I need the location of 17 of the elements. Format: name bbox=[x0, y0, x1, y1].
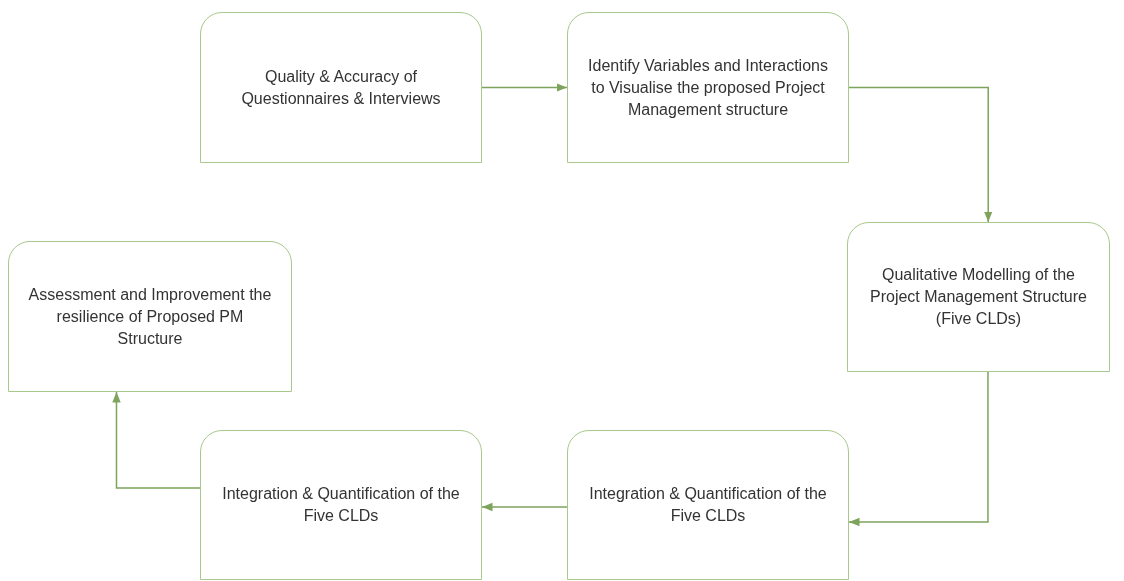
arrow bbox=[481, 83, 568, 92]
process-box bbox=[200, 12, 482, 163]
process-box bbox=[8, 241, 292, 392]
process-box bbox=[567, 430, 849, 580]
arrow bbox=[848, 371, 989, 527]
arrow bbox=[481, 502, 568, 512]
process-box bbox=[200, 430, 482, 580]
box-label: Qualitative Modelling of the Project Management Structure (Five CLDs) bbox=[869, 265, 1088, 329]
process-box bbox=[567, 12, 849, 163]
box-label: Quality & Accuracy of Questionnaires & Interviews bbox=[240, 66, 442, 109]
process-box bbox=[847, 222, 1110, 372]
arrow bbox=[112, 391, 201, 489]
box-label: Assessment and Improvement the resilience of Proposed PM Structure bbox=[27, 284, 273, 349]
box-label: Integration & Quantification of the Five CLDs bbox=[588, 484, 828, 526]
box-label: Identify Variables and Interactions to Visualise the proposed Project Management structure bbox=[587, 55, 829, 120]
arrow bbox=[848, 86, 993, 223]
box-label: Integration & Quantification of the Five CLDs bbox=[221, 484, 461, 526]
